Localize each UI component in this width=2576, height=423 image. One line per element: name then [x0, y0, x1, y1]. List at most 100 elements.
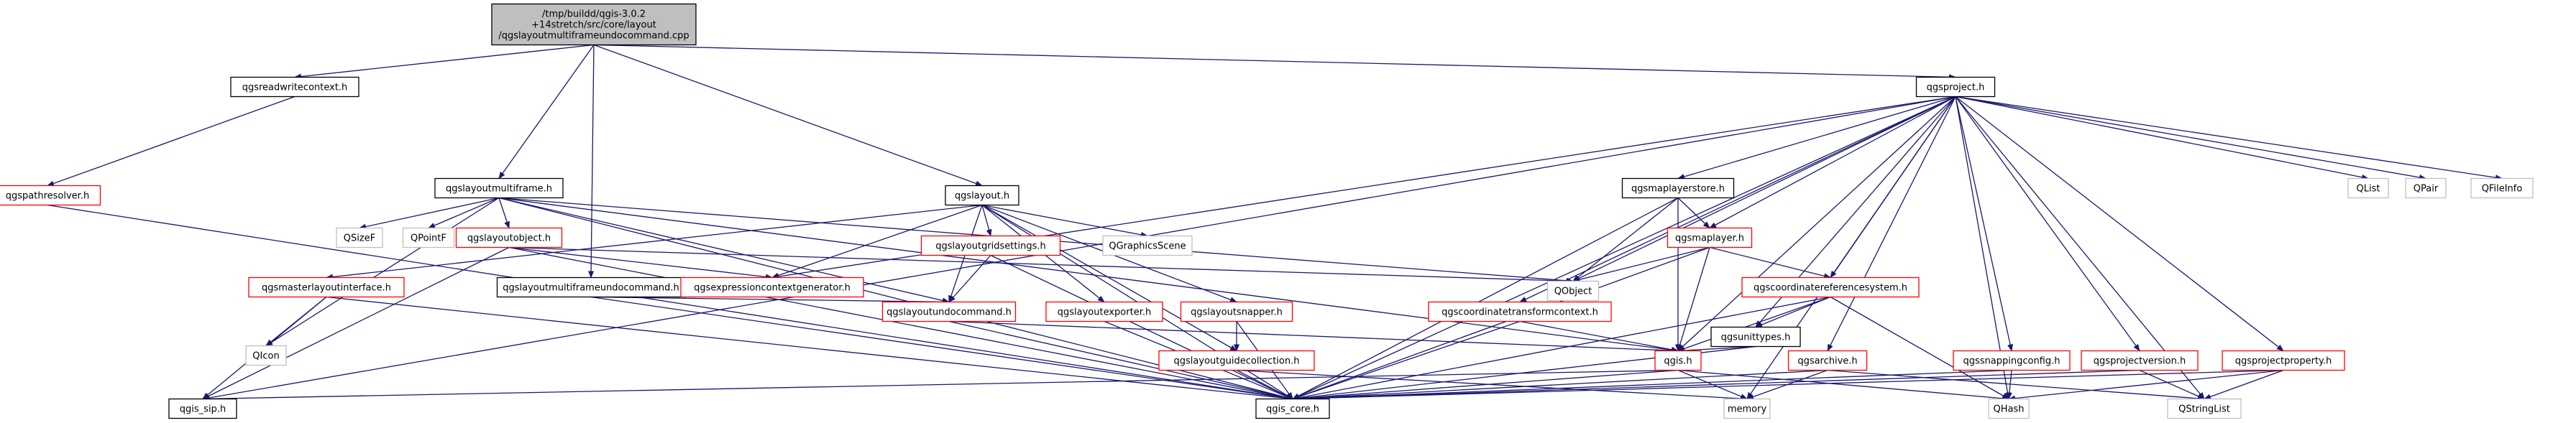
node-qgsunittypes-h[interactable]: qgsunittypes.h: [1710, 326, 1801, 348]
edge-project-to-memory: [1746, 96, 1956, 400]
node-qlist: QList: [2347, 177, 2389, 199]
node-qgslayout-h[interactable]: qgslayout.h: [945, 185, 1019, 206]
node-box: [1158, 350, 1315, 371]
node-qgis-h[interactable]: qgis.h: [1654, 350, 1702, 371]
edge-layout-to-qgraphicsscene: [981, 204, 1148, 238]
node-label: qgslayoutobject.h: [467, 233, 551, 244]
edge-project-to-qhash: [1955, 96, 2011, 400]
node-box: [1723, 398, 1771, 419]
edge-coordinatetransformcontext-to-qgis: [1519, 320, 1679, 353]
edge-project-to-projectversion: [1955, 96, 2140, 352]
node-box: [1710, 326, 1801, 348]
node-qgslayoutgridsettings-h[interactable]: qgslayoutgridsettings.h: [920, 235, 1061, 256]
edge-pathresolver-to-qgiscore: [47, 204, 1293, 401]
node-qpair: QPair: [2405, 177, 2447, 199]
edge-snappingconfig-to-qgiscore: [1292, 369, 2012, 402]
node-label: /tmp/buildd/qgis-3.0.2: [542, 9, 646, 20]
edge-maplayer-to-qgis: [1677, 247, 1710, 352]
node-label: /qgslayoutmultiframeundocommand.cpp: [498, 31, 689, 42]
node-label: qgsreadwritecontext.h: [242, 83, 348, 93]
edge-coordinatereferencesystem-to-qgis: [1677, 296, 1831, 352]
node-label: qgis_sip.h: [180, 404, 226, 415]
edge-layoutgridsettings-to-qgiscore: [990, 254, 1293, 400]
node-box: [945, 185, 1019, 206]
edge-projectproperty-to-qgiscore: [1292, 369, 2284, 402]
node-box: [1915, 76, 1996, 98]
node-qgsprojectversion-h[interactable]: qgsprojectversion.h: [2081, 350, 2199, 371]
edge-project-to-projectproperty: [1955, 96, 2284, 352]
node-qgsmaplayer-h[interactable]: qgsmaplayer.h: [1667, 227, 1753, 248]
edge-layout-to-expressioncontextgenerator: [771, 204, 983, 279]
edge-qgis-to-qgissip: [202, 369, 1679, 402]
edge-archive-to-qgiscore: [1292, 369, 1828, 402]
node-qgslayoutundocommand-h[interactable]: qgslayoutundocommand.h: [881, 301, 1017, 322]
node-qgis-sip-h[interactable]: qgis_sip.h: [168, 398, 237, 419]
edge-layoutobject-to-qgissip: [202, 246, 510, 400]
edge-layout-to-layoutguidecollection: [981, 204, 1237, 352]
node-qgslayoutexporter-h[interactable]: qgslayoutexporter.h: [1045, 301, 1163, 322]
node-box: [491, 3, 697, 46]
edge-project-to-snappingconfig: [1955, 96, 2013, 352]
node-label: QGraphicsScene: [1109, 241, 1186, 252]
edge-project-to-qgiscore: [1292, 96, 1956, 400]
node-qgslayoutmultiframe-h[interactable]: qgslayoutmultiframe.h: [434, 177, 564, 199]
node-qstringlist: QStringList: [2167, 398, 2242, 419]
node-label: qgspathresolver.h: [6, 191, 89, 202]
node-label: qgslayoutmultiframe.h: [446, 184, 552, 195]
node-qgssnappingconfig-h[interactable]: qgssnappingconfig.h: [1953, 350, 2071, 371]
edge-coordinatereferencesystem-to-unittypes: [1755, 296, 1831, 328]
node-qgis-core-h[interactable]: qgis_core.h: [1255, 398, 1330, 419]
edge-qgis-to-qgiscore: [1292, 369, 1679, 401]
node-box: [1255, 398, 1330, 419]
node-qgsproject-h[interactable]: qgsproject.h: [1915, 76, 1996, 98]
node-label: qgsprojectversion.h: [2094, 356, 2186, 367]
node-box: [434, 177, 564, 199]
edge-layout-to-layoutgridsettings: [981, 205, 992, 237]
edge-maplayerstore-to-maplayer: [1677, 197, 1710, 229]
node-qgslayoutmultiframeundocommand-h[interactable]: qgslayoutmultiframeundocommand.h: [496, 276, 686, 298]
node-qgspathresolver-h[interactable]: qgspathresolver.h: [0, 185, 101, 206]
node-qgslayoutsnapper-h[interactable]: qgslayoutsnapper.h: [1180, 301, 1293, 322]
edge-layoutmultiframe-to-qpointf: [428, 197, 500, 229]
node-label: qgslayout.h: [955, 191, 1009, 202]
node-box: [248, 276, 405, 298]
node-label: qgscoordinatereferencesystem.h: [1754, 283, 1907, 294]
node-box: [1428, 301, 1612, 322]
edge-maplayerstore-to-qobject: [1572, 197, 1679, 282]
edge-layoutguidecollection-to-memory: [1236, 369, 1748, 401]
node-qgscoordinatereferencesystem-h[interactable]: qgscoordinatereferencesystem.h: [1741, 276, 1920, 298]
node-qgsexpressioncontextgenerator-h[interactable]: qgsexpressioncontextgenerator.h: [680, 276, 864, 298]
edge-coordinatereferencesystem-to-qgiscore: [1292, 296, 1831, 401]
node-qgscoordinatetransformcontext-h[interactable]: qgscoordinatetransformcontext.h: [1428, 301, 1612, 322]
node-box: [2222, 350, 2345, 371]
node-label: memory: [1728, 404, 1767, 415]
node-label: QStringList: [2178, 404, 2230, 415]
edge-layoutmultiframe-to-layoutobject: [498, 197, 510, 229]
node-qgsprojectproperty-h[interactable]: qgsprojectproperty.h: [2222, 350, 2345, 371]
node-qgsreadwritecontext-h[interactable]: qgsreadwritecontext.h: [230, 76, 359, 98]
node-box: [1180, 301, 1293, 322]
node-box: [680, 276, 864, 298]
node-qgslayoutguidecollection-h[interactable]: qgslayoutguidecollection.h: [1158, 350, 1315, 371]
node-box: [336, 227, 383, 248]
node-qgslayoutobject-h[interactable]: qgslayoutobject.h: [455, 227, 563, 248]
edge-project-to-coordinatetransformcontext: [1519, 96, 1956, 303]
edge-project-to-qpair: [1955, 96, 2426, 180]
edge-projectproperty-to-qhash: [2008, 369, 2284, 401]
edge-readwritecontext-to-pathresolver: [47, 96, 295, 187]
node-label: qgsmaplayer.h: [1675, 233, 1744, 244]
node-box: [1045, 301, 1163, 322]
edge-project-to-qgis: [1677, 96, 1956, 352]
node-label: QIcon: [252, 351, 279, 362]
node-qgsarchive-h[interactable]: qgsarchive.h: [1787, 350, 1868, 371]
node-qgsmasterlayoutinterface-h[interactable]: qgsmasterlayoutinterface.h: [248, 276, 405, 298]
node-label: qgscoordinatetransformcontext.h: [1441, 307, 1598, 318]
node-box: [245, 345, 287, 366]
node-label: qgis.h: [1664, 356, 1692, 367]
node-label: qgsmasterlayoutinterface.h: [262, 283, 391, 294]
node-box: [1787, 350, 1868, 371]
node-label: qgsarchive.h: [1797, 356, 1857, 367]
edge-project-to-qfileinfo: [1955, 96, 2503, 181]
node-qgsmaplayerstore-h[interactable]: qgsmaplayerstore.h: [1621, 177, 1735, 199]
node-label: +14stretch/src/core/layout: [531, 20, 656, 31]
